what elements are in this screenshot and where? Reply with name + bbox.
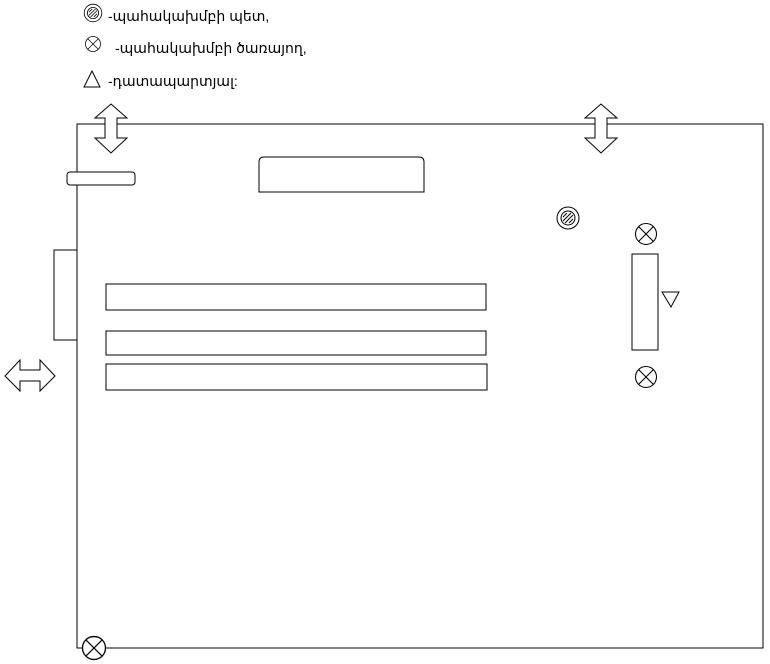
- barrack-3: [105, 363, 488, 391]
- legend-label-guard: -պահակախմբի ծառայող,: [115, 40, 307, 56]
- legend-chief-guard-icon: [83, 3, 103, 23]
- double-arrow-horizontal: [4, 358, 56, 393]
- legend-triangle-icon: [83, 69, 101, 88]
- guard-icon-bottom: [634, 365, 658, 389]
- perimeter-outline: [76, 123, 764, 649]
- double-arrow-vertical-right: [583, 103, 619, 154]
- guard-post: [631, 253, 659, 351]
- convict-triangle-icon: [661, 291, 680, 309]
- gate-bar: [66, 171, 136, 186]
- left-annex: [53, 249, 78, 341]
- legend-label-chief-guard: -պահակախմբի պետ,: [108, 8, 270, 24]
- legend-label-convict: -դատապարտյալ:: [108, 73, 238, 89]
- top-building: [258, 156, 425, 193]
- double-arrow-vertical-left: [93, 103, 129, 154]
- barrack-1: [105, 283, 487, 311]
- guard-icon-corner: [81, 635, 107, 661]
- legend-guard-icon: [85, 36, 101, 52]
- chief-guard-icon: [556, 206, 580, 230]
- guard-icon-top: [634, 222, 658, 246]
- barrack-2: [105, 330, 487, 356]
